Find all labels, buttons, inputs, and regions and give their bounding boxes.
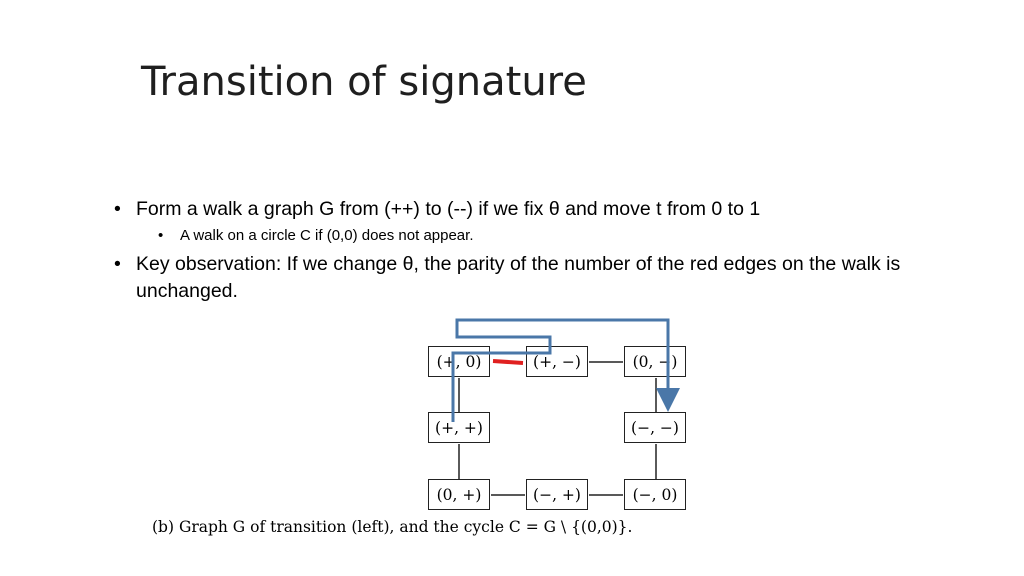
figure-caption: (b) Graph G of transition (left), and th… xyxy=(152,518,633,536)
sub-bullet-item: • A walk on a circle C if (0,0) does not… xyxy=(158,225,934,247)
red-edge xyxy=(492,359,524,365)
graph-edges xyxy=(458,359,657,496)
bullet-list: • Form a walk a graph G from (++) to (--… xyxy=(114,196,934,305)
bullet-item: • Form a walk a graph G from (++) to (--… xyxy=(114,196,934,223)
bullet-dot: • xyxy=(158,227,164,244)
slide-title: Transition of signature xyxy=(141,59,587,105)
node-zero-minus: (0, −) xyxy=(624,346,686,377)
node-minus-plus: (−, +) xyxy=(526,479,588,510)
bullet-text: Form a walk a graph G from (++) to (--) … xyxy=(136,198,761,220)
transition-graph-figure: (+, 0) (+, −) (0, −) (+, +) (−, −) (0, +… xyxy=(420,315,705,515)
walk-path-arrow xyxy=(451,318,680,422)
sub-bullet-text: A walk on a circle C if (0,0) does not a… xyxy=(180,227,474,244)
walk-overlay xyxy=(451,318,680,422)
bullet-dot: • xyxy=(114,253,121,275)
node-minus-minus: (−, −) xyxy=(624,412,686,443)
node-minus-zero: (−, 0) xyxy=(624,479,686,510)
node-zero-plus: (0, +) xyxy=(428,479,490,510)
bullet-item: • Key observation: If we change θ, the p… xyxy=(114,251,934,305)
node-plus-plus: (+, +) xyxy=(428,412,490,443)
node-plus-minus: (+, −) xyxy=(526,346,588,377)
bullet-dot: • xyxy=(114,198,121,220)
node-plus-zero: (+, 0) xyxy=(428,346,490,377)
bullet-text: Key observation: If we change θ, the par… xyxy=(136,253,901,302)
